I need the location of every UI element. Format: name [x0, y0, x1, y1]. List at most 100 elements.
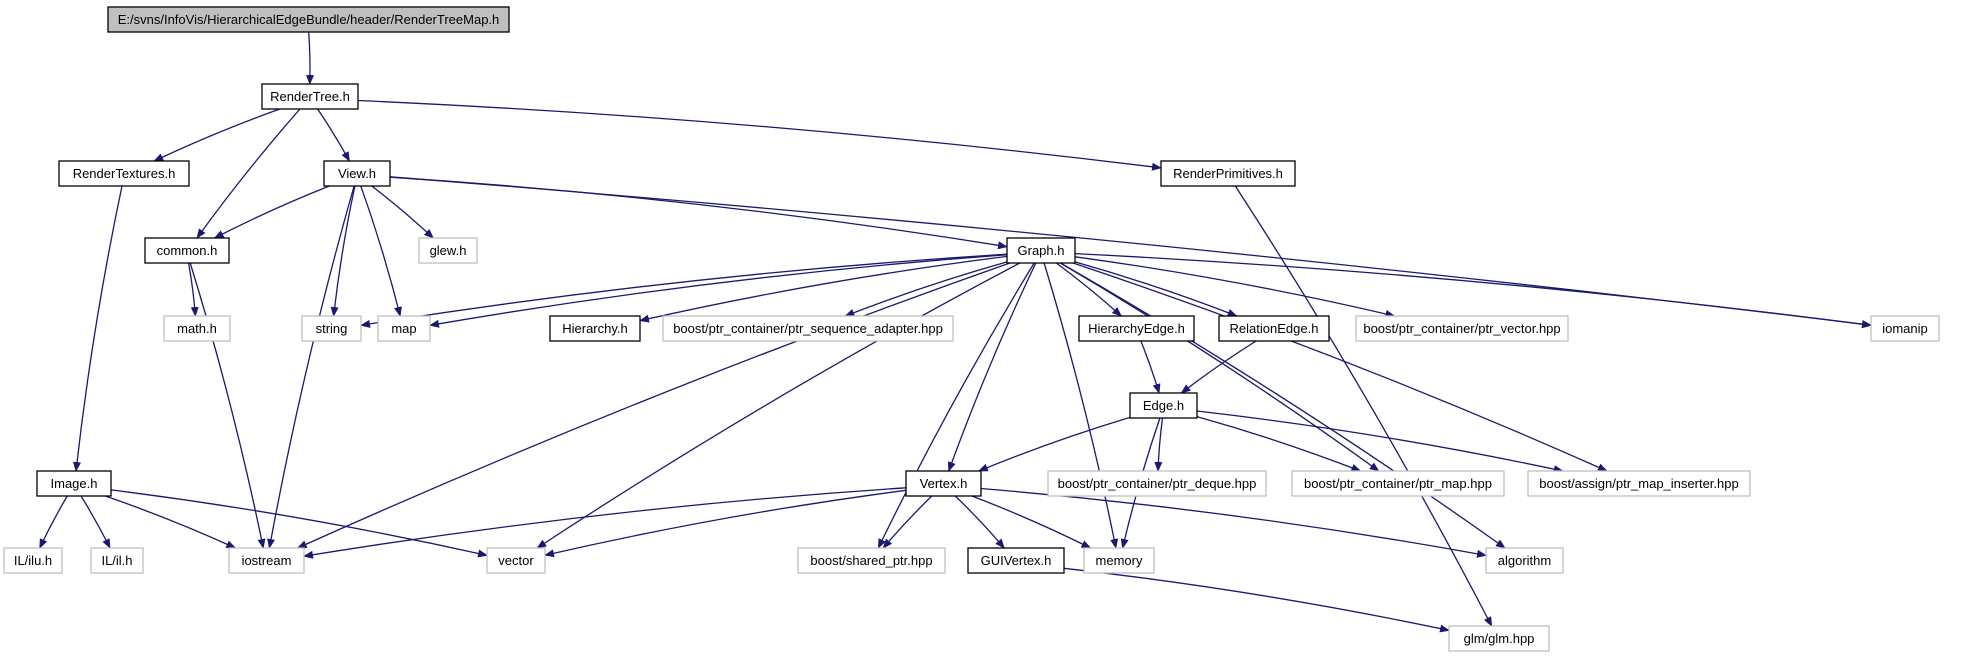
node-label: Vertex.h: [920, 476, 968, 491]
node-renderprimitives[interactable]: RenderPrimitives.h: [1160, 160, 1296, 187]
node-ptrmap: boost/ptr_container/ptr_map.hpp: [1291, 470, 1505, 497]
node-box: [1078, 315, 1195, 342]
node-label: memory: [1096, 553, 1143, 568]
edge-vertex-to-vector: [544, 489, 907, 558]
node-map: map: [377, 315, 431, 342]
node-image[interactable]: Image.h: [36, 470, 112, 497]
edge-graph-to-algorithm: [1060, 262, 1506, 549]
edge-edge-to-ptrmapins: [1196, 410, 1564, 474]
node-box: [549, 315, 641, 342]
edge-vertex-to-guivertex: [954, 495, 1005, 549]
node-label: Hierarchy.h: [562, 321, 628, 336]
edge-edge-to-ptrdeque: [1154, 417, 1164, 472]
edge-vertex-to-memory: [971, 495, 1092, 549]
node-box: [1218, 315, 1330, 342]
edge-graph-to-sharedptr: [877, 262, 1035, 549]
nodes-layer: E:/svns/InfoVis/HierarchicalEdgeBundle/h…: [3, 6, 1940, 652]
node-ptrseq: boost/ptr_container/ptr_sequence_adapter…: [662, 315, 954, 342]
node-box: [377, 315, 431, 342]
node-iostream: iostream: [228, 547, 305, 574]
node-box: [905, 470, 982, 497]
node-label: iostream: [242, 553, 292, 568]
edge-common-to-iostream: [189, 262, 266, 549]
node-label: View.h: [338, 166, 376, 181]
node-label: string: [316, 321, 348, 336]
edges-layer: [39, 31, 1872, 633]
edge-hierarchyedge-to-edge: [1140, 340, 1161, 394]
node-label: Graph.h: [1018, 243, 1065, 258]
node-rendertree[interactable]: RenderTree.h: [261, 83, 359, 110]
node-relationedge[interactable]: RelationEdge.h: [1218, 315, 1330, 342]
edge-graph-to-iostream: [296, 262, 1011, 549]
node-label: glew.h: [430, 243, 467, 258]
node-box: [1527, 470, 1751, 497]
edge-graph-to-memory: [1043, 262, 1119, 549]
edge-image-to-iostream: [105, 495, 237, 549]
node-ptrdeque: boost/ptr_container/ptr_deque.hpp: [1047, 470, 1267, 497]
edge-graph-to-hierarchyedge: [1055, 262, 1122, 317]
node-label: RenderTree.h: [270, 89, 350, 104]
node-label: boost/shared_ptr.hpp: [810, 553, 932, 568]
edge-vertex-to-iostream: [303, 487, 907, 559]
node-label: E:/svns/InfoVis/HierarchicalEdgeBundle/h…: [118, 12, 500, 27]
node-glm: glm/glm.hpp: [1448, 625, 1550, 652]
node-ilu: IL/ilu.h: [3, 547, 63, 574]
edge-relationedge-to-edge: [1180, 340, 1257, 394]
node-box: [90, 547, 144, 574]
edge-rendertree-to-view: [317, 108, 350, 162]
node-box: [486, 547, 546, 574]
node-vertex[interactable]: Vertex.h: [905, 470, 982, 497]
edge-view-to-map: [360, 185, 402, 317]
node-common[interactable]: common.h: [144, 237, 230, 264]
node-label: RenderPrimitives.h: [1173, 166, 1283, 181]
edge-vertex-to-sharedptr: [882, 495, 933, 549]
edge-graph-to-iomanip: [1074, 252, 1872, 329]
node-guivertex[interactable]: GUIVertex.h: [967, 547, 1065, 574]
edge-view-to-common: [213, 185, 330, 239]
node-box: [323, 160, 391, 187]
node-box: [163, 315, 231, 342]
node-rendertextures[interactable]: RenderTextures.h: [58, 160, 190, 187]
node-box: [1160, 160, 1296, 187]
node-label: math.h: [177, 321, 217, 336]
edge-rendertree-to-common: [196, 108, 301, 239]
node-box: [797, 547, 946, 574]
edge-guivertex-to-glm: [1063, 567, 1450, 633]
edge-view-to-iomanip: [389, 176, 1872, 328]
node-hierarchy[interactable]: Hierarchy.h: [549, 315, 641, 342]
node-box: [1083, 547, 1155, 574]
node-box: [261, 83, 359, 110]
node-label: Edge.h: [1143, 398, 1184, 413]
node-box: [1485, 547, 1564, 574]
edge-rendertree-to-renderprimitives: [357, 99, 1162, 171]
edge-graph-to-ptrvector: [1074, 256, 1396, 318]
edge-graph-to-ptrmap: [1059, 262, 1380, 472]
node-label: boost/assign/ptr_map_inserter.hpp: [1539, 476, 1738, 491]
edge-view-to-graph: [389, 176, 1008, 250]
node-edge[interactable]: Edge.h: [1129, 392, 1198, 419]
node-label: IL/ilu.h: [14, 553, 52, 568]
node-label: IL/il.h: [101, 553, 132, 568]
node-label: GUIVertex.h: [981, 553, 1052, 568]
node-root[interactable]: E:/svns/InfoVis/HierarchicalEdgeBundle/h…: [107, 6, 510, 33]
node-label: boost/ptr_container/ptr_vector.hpp: [1363, 321, 1560, 336]
edge-edge-to-ptrmap: [1196, 415, 1362, 472]
node-view[interactable]: View.h: [323, 160, 391, 187]
edge-view-to-string: [330, 185, 356, 317]
node-label: algorithm: [1498, 553, 1551, 568]
node-hierarchyedge[interactable]: HierarchyEdge.h: [1078, 315, 1195, 342]
node-box: [1129, 392, 1198, 419]
node-box: [3, 547, 63, 574]
node-box: [144, 237, 230, 264]
node-math: math.h: [163, 315, 231, 342]
node-label: boost/ptr_container/ptr_map.hpp: [1304, 476, 1492, 491]
node-ptrvector: boost/ptr_container/ptr_vector.hpp: [1355, 315, 1569, 342]
node-iomanip: iomanip: [1870, 315, 1940, 342]
edge-renderprimitives-to-glm: [1234, 185, 1493, 627]
node-box: [107, 6, 510, 33]
node-box: [1047, 470, 1267, 497]
node-sharedptr: boost/shared_ptr.hpp: [797, 547, 946, 574]
node-graph[interactable]: Graph.h: [1006, 237, 1076, 264]
edge-root-to-rendertree: [306, 31, 315, 85]
